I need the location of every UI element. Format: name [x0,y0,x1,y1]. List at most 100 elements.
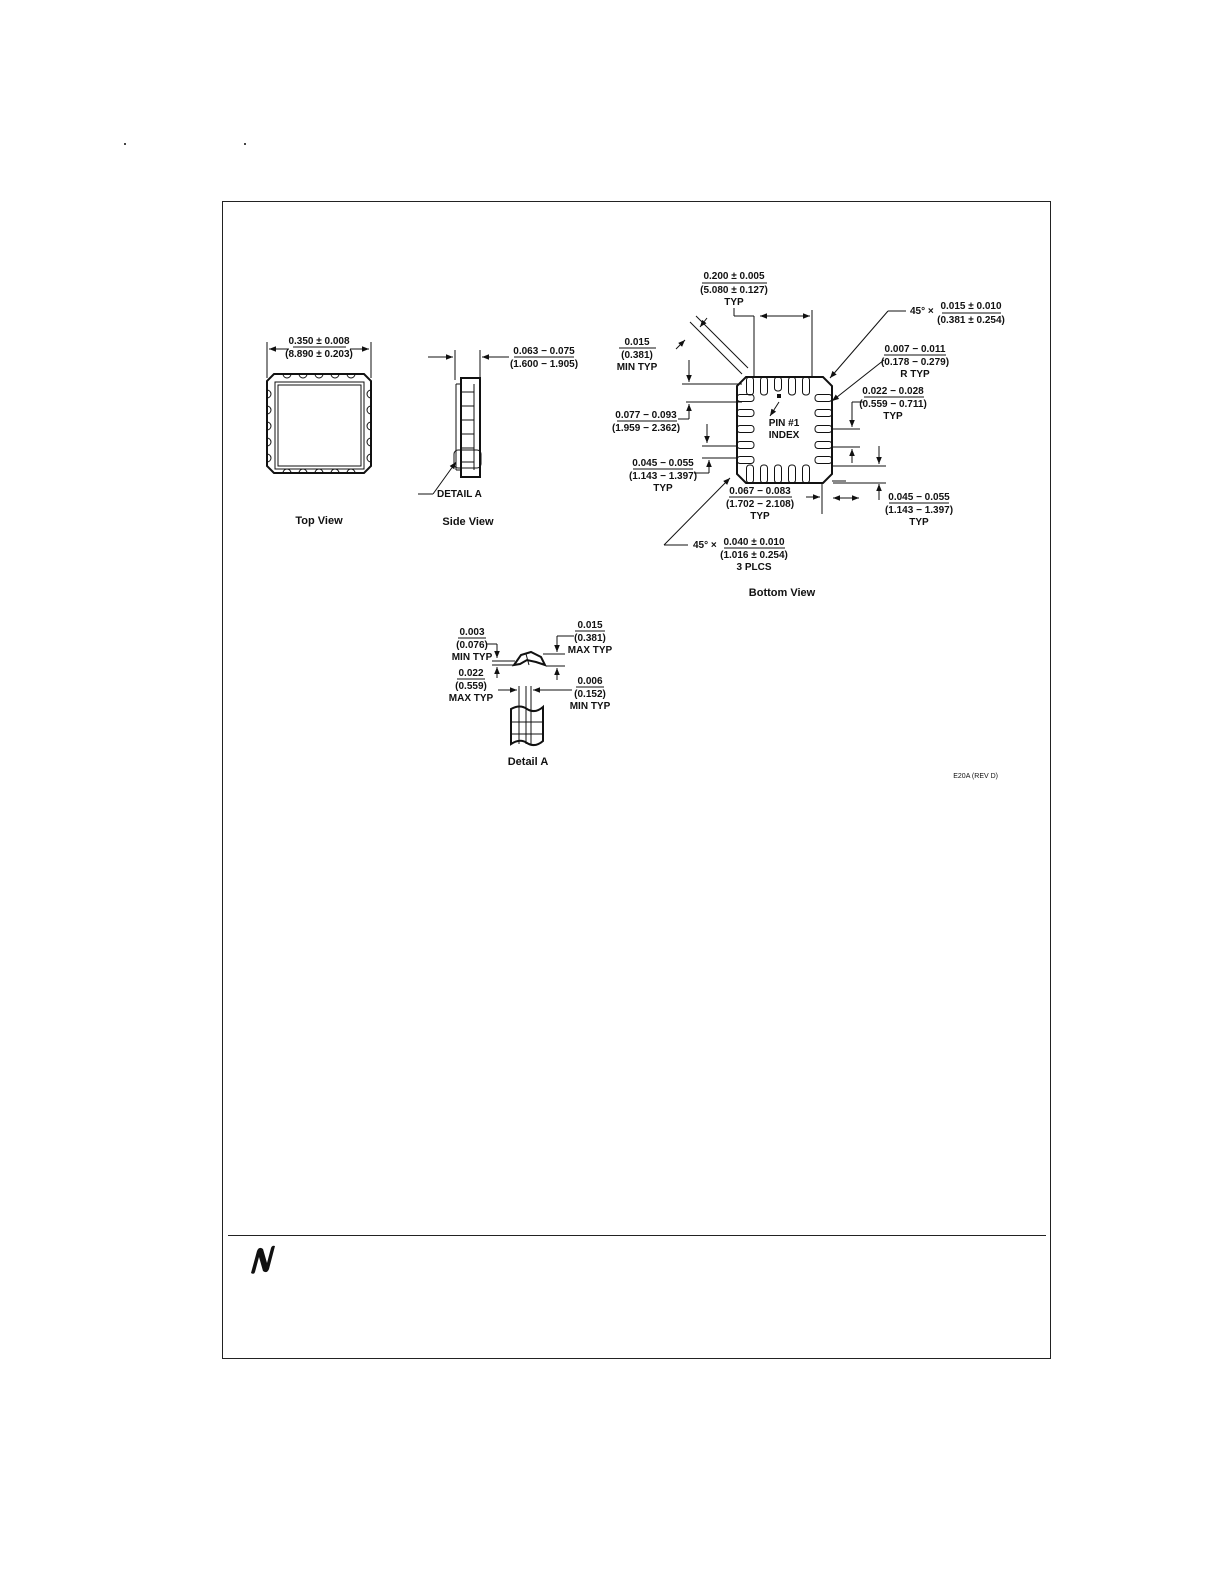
castellation [366,389,372,399]
dim-text: (5.080 ± 0.127) [700,285,768,296]
castellation [298,373,308,379]
pad [814,409,833,417]
logo-icon [251,1245,275,1274]
dim-text: (0.559) [455,681,487,692]
extension-line [695,315,749,369]
pad [788,464,796,484]
dim-text: 0.015 [624,337,649,348]
dim-text: MIN TYP [570,701,611,712]
dim-text: (0.381 ± 0.254) [937,315,1005,326]
castellation [366,437,372,447]
top-view: 0.350 ± 0.008 (8.890 ± 0.203) Top View [266,336,372,527]
dim-text: 0.015 ± 0.010 [940,301,1002,312]
leader [663,477,731,546]
castellation [366,453,372,463]
pad [788,376,796,396]
pad [736,456,755,464]
dim-text: 0.200 ± 0.005 [703,271,765,282]
castellation [330,468,340,474]
pad [802,464,810,484]
pad [736,425,755,433]
dim-text: (0.381) [621,350,653,361]
dim-text: TYP [909,517,929,528]
dim-text: 0.067 − 0.083 [729,486,791,497]
dim-text: (0.076) [456,640,488,651]
side-height-in: 0.063 − 0.075 [513,346,575,357]
dim-text: 0.040 ± 0.010 [723,537,785,548]
castellation [330,373,340,379]
side-view-caption: Side View [442,516,494,528]
dim-text: TYP [750,511,770,522]
castellation [282,373,292,379]
detail-leader [432,461,457,495]
pad [736,441,755,449]
detail-a-caption: Detail A [508,756,549,768]
dim-text: (0.559 − 0.711) [859,399,927,410]
lid-inner [277,384,362,467]
castellation [314,373,324,379]
dim-text: 45° × [693,540,717,551]
detail-a-callout: DETAIL A [437,489,482,500]
dim-text: 0.022 − 0.028 [862,386,924,397]
pad [736,409,755,417]
dim-text: (0.178 − 0.279) [881,357,949,368]
footer-rule [228,1235,1046,1236]
top-width-in: 0.350 ± 0.008 [288,336,350,347]
castellation [266,437,272,447]
side-leads [461,384,475,470]
bottom-view: PIN #1 INDEX 0.200 ± 0.005 (5.080 ± 0.12… [612,271,1005,599]
dimension-arrow [675,339,686,350]
castellation [266,405,272,415]
dim-text: 0.077 − 0.093 [615,410,677,421]
dim-text: 3 PLCS [736,562,771,573]
drawing-frame [222,201,1051,1359]
pad [736,394,755,402]
dim-text: 45° × [910,306,934,317]
dim-text: 0.045 − 0.055 [632,458,694,469]
dim-text: (0.152) [574,689,606,700]
castellation [282,468,292,474]
lid-outline [274,381,365,470]
castellation [266,453,272,463]
detail-a-lead [510,704,544,747]
detail-a-cap [511,650,547,667]
castellation [346,468,356,474]
pin-index-label: INDEX [769,430,800,441]
pad [760,376,768,396]
extension-line [689,321,743,375]
detail-a: 0.003 (0.076) MIN TYP 0.015 (0.381) MAX … [449,620,613,768]
pad [746,376,754,396]
castellation [266,421,272,431]
drawing-ref: E20A (REV D) [953,773,998,780]
pad [814,456,833,464]
pad [774,464,782,484]
dim-text: R TYP [900,369,930,380]
dim-text: TYP [653,483,673,494]
dim-text: (0.381) [574,633,606,644]
dim-text: (1.143 − 1.397) [629,471,697,482]
pad [814,441,833,449]
dimension-arrow [699,317,708,328]
pad [814,425,833,433]
leader [829,310,889,379]
dim-text: MAX TYP [568,645,613,656]
dim-text: 0.003 [459,627,484,638]
castellation [266,389,272,399]
pad [746,464,754,484]
pin-index-dot [777,394,781,398]
pin-index-leader [769,401,780,417]
dim-text: MIN TYP [452,652,493,663]
castellation [366,405,372,415]
dim-text: TYP [883,411,903,422]
pad [760,464,768,484]
dim-text: 0.015 [577,620,602,631]
dim-text: MIN TYP [617,362,658,373]
castellation [346,373,356,379]
side-body [460,377,481,478]
dim-text: TYP [724,297,744,308]
pin-index-label: PIN #1 [769,418,800,429]
dim-text: (1.143 − 1.397) [885,505,953,516]
pad [774,376,782,392]
dim-text: 0.007 − 0.011 [885,344,946,355]
scan-speck [244,143,246,145]
